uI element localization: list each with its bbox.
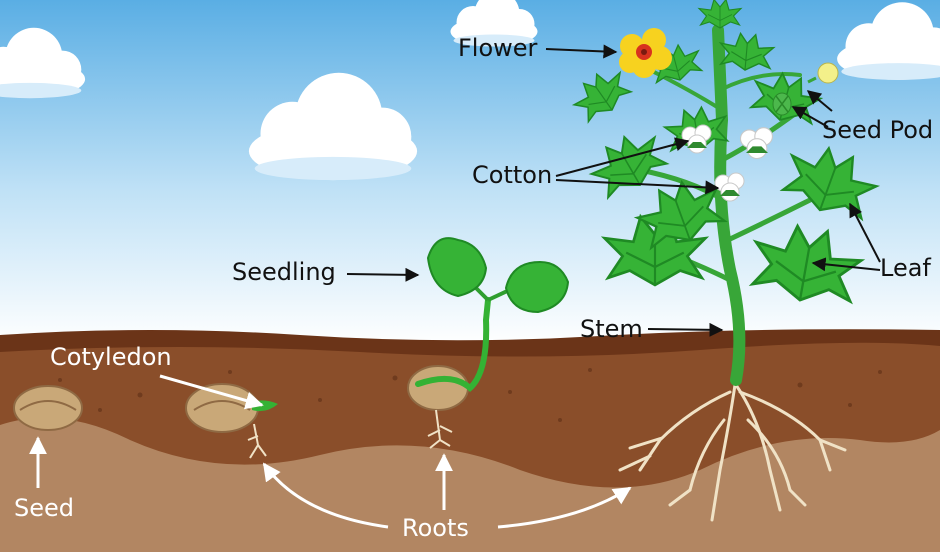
leaf-arrow <box>811 257 881 272</box>
white-arrows <box>29 374 632 529</box>
annotation-arrows <box>346 44 881 337</box>
plant-roots <box>618 376 847 522</box>
plant-stem <box>712 24 746 386</box>
seedling-leaf <box>504 260 570 314</box>
cotton-arrow <box>555 179 720 195</box>
leaf-label: Leaf <box>880 254 931 282</box>
seedling <box>407 237 570 449</box>
flower-arrow <box>545 44 618 59</box>
seed <box>13 385 83 431</box>
stem-label: Stem <box>580 315 643 343</box>
seed-pod-arrow <box>791 106 829 128</box>
cotton-arrow <box>555 137 690 177</box>
leaf-arrow <box>849 202 881 263</box>
seed-pod <box>772 62 839 116</box>
seed-label: Seed <box>14 494 74 522</box>
seedling-label: Seedling <box>232 258 336 286</box>
stem-arrow <box>647 322 724 337</box>
seedling-leaf <box>426 237 488 298</box>
seedling-arrow <box>346 267 420 282</box>
seed-pod-arrow <box>806 90 833 112</box>
flower-label: Flower <box>458 34 538 62</box>
cotton-label: Cotton <box>472 161 553 189</box>
seed-pod-label: Seed Pod <box>822 116 934 144</box>
small-roots <box>247 423 267 459</box>
cotyledon-arrow <box>159 374 264 410</box>
soil-light-layer <box>0 417 940 552</box>
roots-label: Roots <box>402 514 469 542</box>
cotyledon-label: Cotyledon <box>50 343 172 371</box>
flower-bloom <box>619 28 672 78</box>
soil-specks <box>58 368 882 422</box>
roots-arrow <box>262 462 389 529</box>
roots-arrow <box>497 486 632 529</box>
